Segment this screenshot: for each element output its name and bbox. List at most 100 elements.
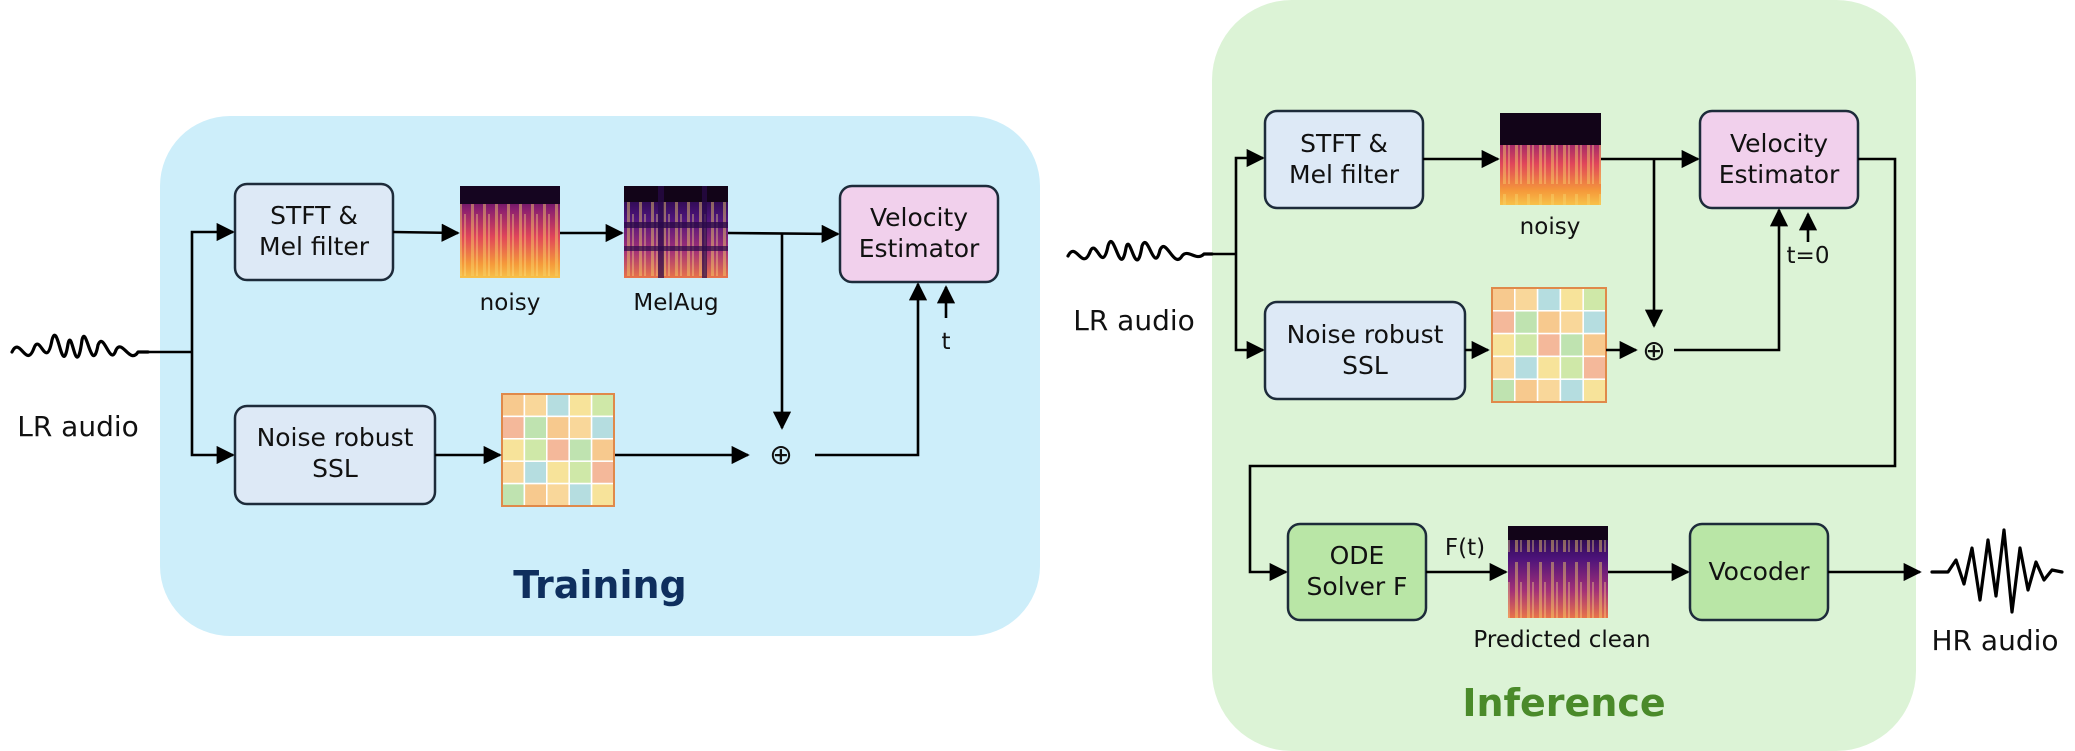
inference-noise-robust-ssl-box: Noise robust SSL	[1263, 300, 1467, 401]
grid-cell	[568, 482, 593, 507]
grid-cell	[1582, 332, 1607, 358]
grid-cell	[1582, 355, 1607, 380]
hr-audio-label: HR audio	[1932, 624, 2059, 657]
inference-velocity-line2: Estimator	[1719, 160, 1840, 189]
training-ssl-line1: Noise robust	[257, 423, 414, 452]
training-stft-line1: STFT &	[270, 201, 358, 230]
grid-cell	[1491, 378, 1516, 403]
inference-stft-line2: Mel filter	[1289, 160, 1400, 189]
training-stft-line2: Mel filter	[259, 232, 370, 261]
vocoder-box: Vocoder	[1688, 522, 1830, 622]
grid-cell	[1514, 310, 1539, 335]
grid-cell	[1491, 355, 1516, 380]
grid-cell	[1582, 378, 1607, 403]
training-velocity-estimator-box: Velocity Estimator	[838, 184, 1000, 284]
training-lr-audio-label: LR audio	[17, 410, 139, 443]
inference-sum-operator: ⊕	[1642, 334, 1665, 367]
grid-cell	[1514, 378, 1539, 403]
grid-cell	[1559, 287, 1584, 312]
inference-noisy-caption: noisy	[1520, 214, 1581, 240]
grid-cell	[501, 460, 526, 485]
inference-noisy-spectrogram	[1500, 113, 1601, 205]
predicted-clean-caption: Predicted clean	[1473, 627, 1650, 653]
training-ssl-line2: SSL	[312, 454, 358, 483]
grid-cell	[590, 482, 615, 507]
inference-t-label: t=0	[1787, 243, 1830, 269]
ft-label: F(t)	[1445, 535, 1485, 561]
lr-audio-waveform-icon	[10, 333, 150, 359]
grid-border	[501, 393, 615, 507]
inference-ssl-line1: Noise robust	[1287, 320, 1444, 349]
grid-cell	[590, 393, 615, 418]
grid-cell	[1582, 287, 1607, 312]
grid-cell	[523, 482, 548, 507]
inference-stft-mel-filter-box: STFT & Mel filter	[1263, 109, 1425, 210]
training-stft-mel-filter-box: STFT & Mel filter	[233, 182, 395, 282]
grid-cell	[546, 460, 570, 485]
grid-cell	[568, 460, 593, 485]
vocoder-label: Vocoder	[1708, 557, 1810, 586]
grid-cell	[1491, 332, 1516, 358]
training-velocity-line1: Velocity	[870, 203, 968, 232]
grid-border	[1491, 287, 1607, 403]
grid-cell	[568, 438, 593, 462]
training-edges	[148, 222, 956, 465]
inference-lr-audio-waveform-icon	[1066, 240, 1214, 262]
grid-cell	[1514, 287, 1539, 312]
grid-cell	[1536, 332, 1562, 358]
predicted-clean-spectrogram	[1508, 526, 1608, 618]
inference-edges	[1212, 148, 1922, 582]
grid-cell	[523, 393, 548, 418]
inference-stft-line1: STFT &	[1300, 129, 1388, 158]
grid-cell	[568, 393, 593, 418]
grid-cell	[1536, 378, 1562, 403]
training-velocity-line2: Estimator	[859, 234, 980, 263]
grid-cell	[1536, 355, 1562, 380]
ode-line1: ODE	[1330, 541, 1385, 570]
grid-cell	[501, 438, 526, 462]
grid-cell	[546, 438, 570, 462]
grid-cell	[1514, 332, 1539, 358]
training-noise-robust-ssl-box: Noise robust SSL	[233, 404, 437, 506]
grid-cell	[501, 393, 526, 418]
training-ssl-feature-grid	[501, 393, 615, 507]
inference-lr-audio-label: LR audio	[1073, 304, 1195, 337]
inference-title: Inference	[1462, 681, 1665, 725]
training-noisy-caption: noisy	[480, 290, 541, 316]
ode-solver-box: ODE Solver F	[1286, 522, 1428, 622]
grid-cell	[523, 415, 548, 440]
grid-cell	[1559, 310, 1584, 335]
grid-cell	[590, 438, 615, 462]
grid-cell	[546, 415, 570, 440]
inference-velocity-line1: Velocity	[1730, 129, 1828, 158]
training-sum-operator: ⊕	[769, 438, 792, 471]
grid-cell	[1514, 355, 1539, 380]
ode-line2: Solver F	[1307, 572, 1408, 601]
grid-cell	[1559, 332, 1584, 358]
inference-velocity-estimator-box: Velocity Estimator	[1698, 109, 1860, 210]
grid-cell	[590, 415, 615, 440]
grid-cell	[1582, 310, 1607, 335]
inference-ssl-feature-grid	[1491, 287, 1607, 403]
training-t-label: t	[941, 329, 950, 355]
grid-cell	[501, 482, 526, 507]
grid-cell	[1491, 310, 1516, 335]
grid-cell	[1536, 310, 1562, 335]
grid-cell	[501, 415, 526, 440]
hr-audio-waveform-icon	[1930, 528, 2064, 614]
grid-cell	[523, 438, 548, 462]
grid-cell	[546, 482, 570, 507]
training-noisy-spectrogram	[460, 186, 560, 278]
grid-cell	[590, 460, 615, 485]
training-title: Training	[513, 563, 687, 607]
grid-cell	[568, 415, 593, 440]
grid-cell	[1536, 287, 1562, 312]
training-melaug-spectrogram	[624, 186, 728, 278]
grid-cell	[1491, 287, 1516, 312]
inference-ssl-line2: SSL	[1342, 351, 1388, 380]
training-melaug-caption: MelAug	[633, 290, 718, 316]
grid-cell	[546, 393, 570, 418]
grid-cell	[1559, 378, 1584, 403]
grid-cell	[1559, 355, 1584, 380]
